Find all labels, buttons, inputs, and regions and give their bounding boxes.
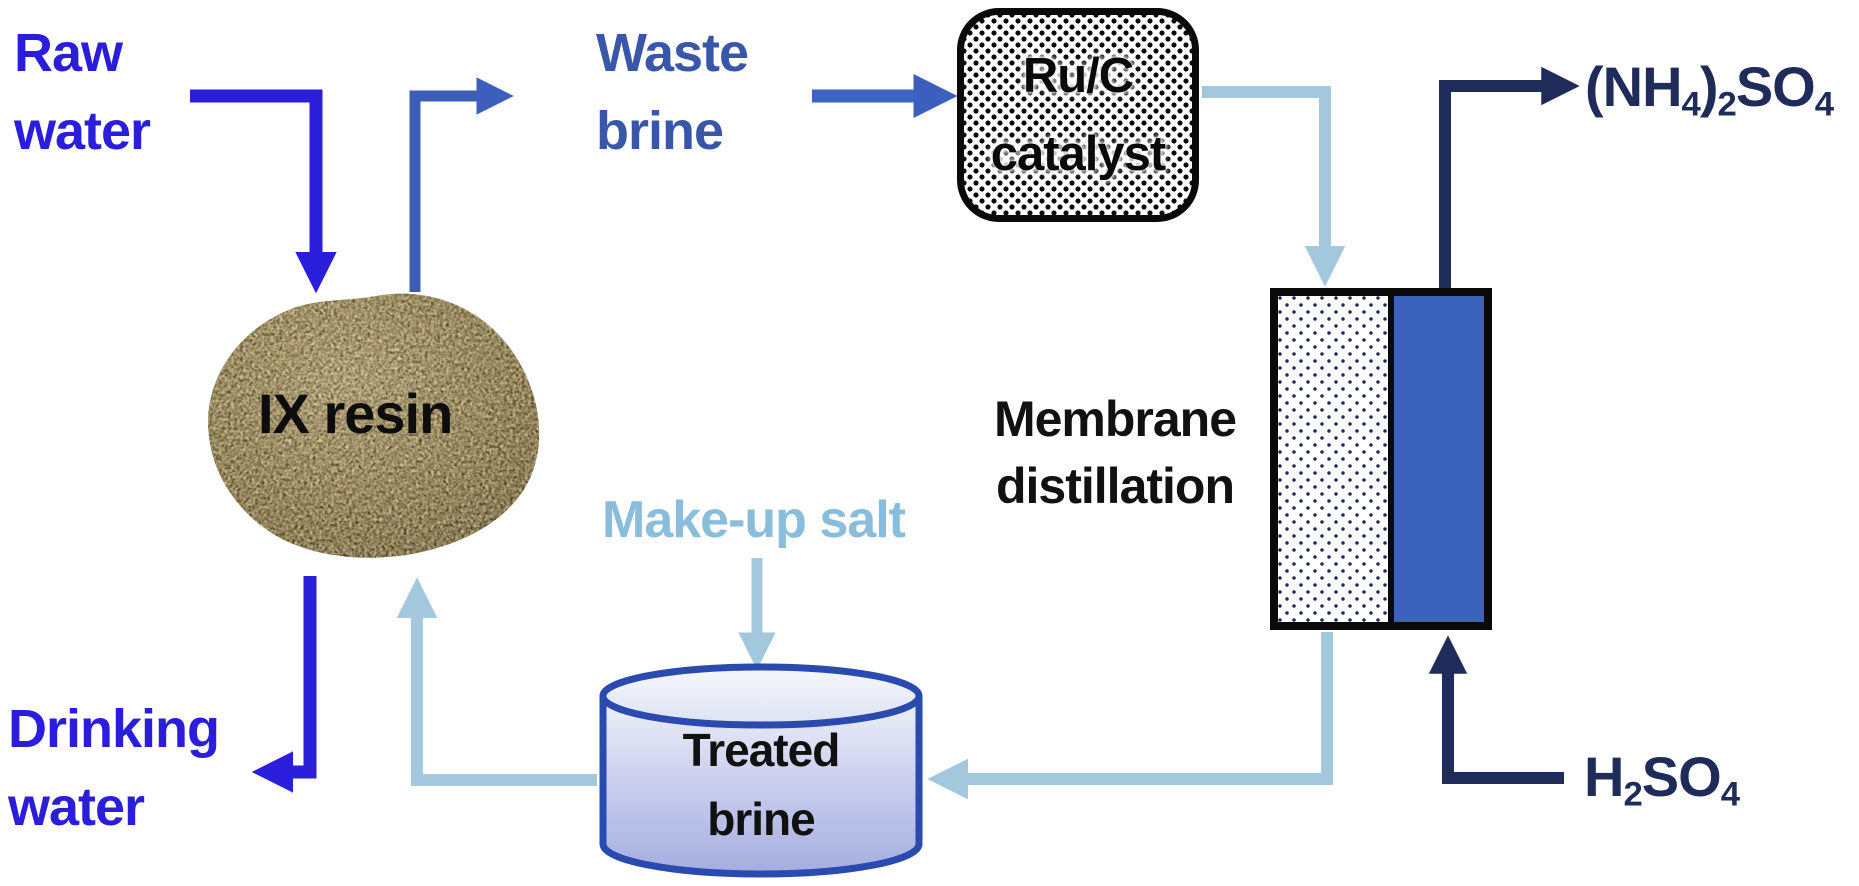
sulfuric-acid-text: H: [1584, 745, 1624, 808]
membrane-distillation-unit: [1270, 288, 1492, 630]
sulfuric-acid-sub1: 2: [1623, 775, 1642, 814]
resin-to-drinking-water-arrow: [251, 576, 317, 793]
ammonium-sulfate-label: (NH4)2SO4: [1585, 54, 1834, 122]
ix-resin-label: IX resin: [258, 382, 453, 445]
ruc-catalyst-box: Ru/C catalyst: [957, 8, 1199, 222]
membrane-to-ammonium-sulfate-arrow: [1439, 66, 1580, 288]
sulfuric-acid-to-membrane-arrow: [1428, 635, 1564, 784]
drinking-water-label: Drinking water: [8, 699, 220, 838]
treated-brine-to-resin-arrow: [396, 577, 597, 786]
sulfuric-acid-label: H2SO4: [1584, 744, 1740, 812]
waste-brine-label: Waste brine: [596, 23, 749, 162]
catalyst-to-membrane-arrow: [1202, 86, 1346, 287]
raw-water-to-resin-arrow: [190, 89, 337, 294]
raw-water-label: Raw water: [14, 23, 151, 162]
ammonium-sulfate-sub3: 4: [1814, 85, 1834, 124]
ix-resin-image: [208, 293, 540, 558]
treated-brine-tank: [599, 663, 923, 878]
resin-to-waste-brine-arrow: [409, 77, 514, 292]
membrane-distillation-label: Membrane distillation: [993, 391, 1237, 514]
treated-brine-label: Treated brine: [682, 724, 841, 845]
ammonium-sulfate-text: (NH: [1585, 55, 1683, 118]
ammonium-sulfate-text: SO: [1735, 55, 1816, 118]
membrane-to-treated-brine-arrow: [927, 632, 1333, 800]
membrane-permeate-side: [1394, 296, 1484, 622]
membrane-feed-side: [1278, 296, 1394, 622]
ammonium-sulfate-sub2: 2: [1717, 85, 1737, 124]
make-up-salt-label: Make-up salt: [602, 491, 906, 549]
sulfuric-acid-text: SO: [1641, 745, 1722, 808]
sulfuric-acid-sub2: 4: [1720, 775, 1740, 814]
ammonium-sulfate-text: ): [1699, 55, 1719, 118]
ammonium-sulfate-sub1: 4: [1681, 85, 1701, 124]
ruc-catalyst-label: Ru/C catalyst: [990, 48, 1167, 181]
